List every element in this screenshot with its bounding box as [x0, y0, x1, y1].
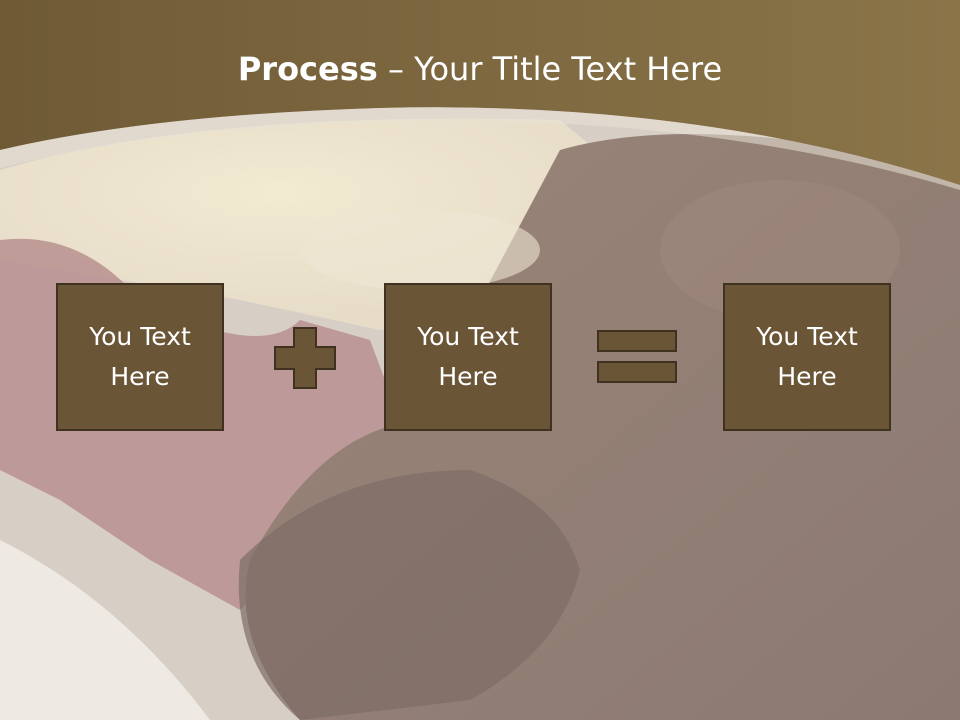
process-box-2-text: You Text Here — [417, 322, 519, 391]
title-bold: Process — [237, 50, 378, 88]
header-band — [0, 0, 960, 190]
equals-icon — [597, 330, 677, 383]
plus-icon — [274, 327, 336, 389]
process-box-1: You Text Here — [56, 283, 224, 431]
slide-title: Process – Your Title Text Here — [0, 50, 960, 88]
process-box-2: You Text Here — [384, 283, 552, 431]
title-rest: – Your Title Text Here — [387, 50, 723, 88]
process-box-3: You Text Here — [723, 283, 891, 431]
process-box-1-text: You Text Here — [89, 322, 191, 391]
process-box-3-text: You Text Here — [756, 322, 858, 391]
